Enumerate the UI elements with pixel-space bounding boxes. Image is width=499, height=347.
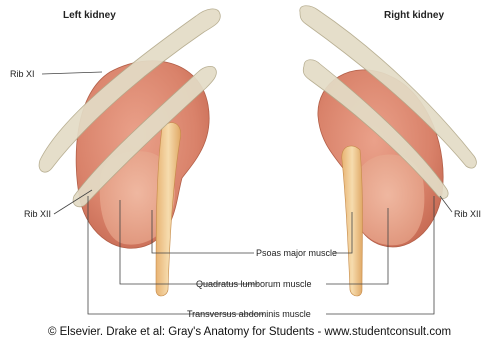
label-psoas-major: Psoas major muscle bbox=[256, 248, 337, 259]
title-right-kidney: Right kidney bbox=[384, 10, 444, 21]
copyright-credit: © Elsevier. Drake et al: Gray's Anatomy … bbox=[0, 326, 499, 338]
leader-rib11 bbox=[42, 72, 102, 74]
label-quadratus-lumborum: Quadratus lumborum muscle bbox=[196, 279, 312, 290]
label-transversus-abdominis: Transversus abdominis muscle bbox=[187, 309, 311, 320]
label-rib-xii-right: Rib XII bbox=[454, 209, 481, 220]
label-rib-xi: Rib XI bbox=[10, 69, 35, 80]
title-left-kidney: Left kidney bbox=[63, 10, 116, 21]
left-psoas-muscle bbox=[156, 123, 181, 296]
leader-rib12-right bbox=[440, 196, 452, 212]
label-rib-xii-left: Rib XII bbox=[24, 209, 51, 220]
